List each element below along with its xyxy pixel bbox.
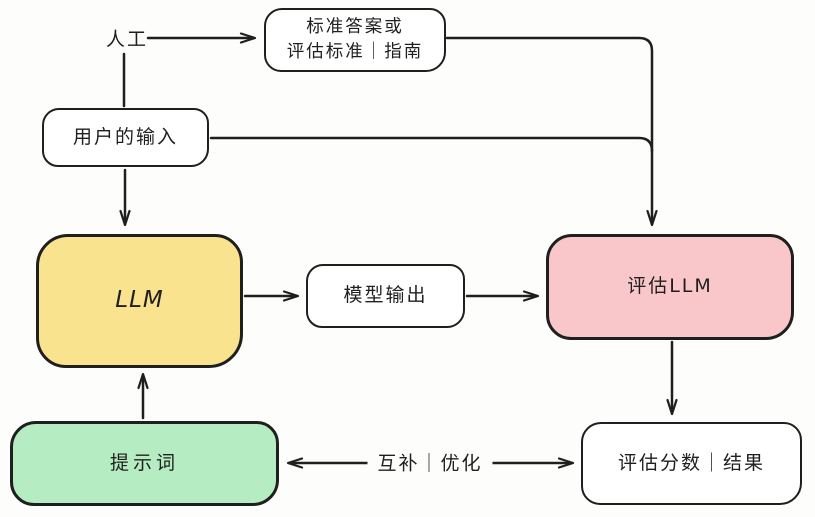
node-eval-score: 评估分数｜结果 bbox=[581, 422, 802, 505]
node-eval-llm-label: 评估LLM bbox=[627, 275, 713, 298]
node-eval-llm: 评估LLM bbox=[546, 234, 794, 340]
node-standard-answer-label: 标准答案或 评估标准｜指南 bbox=[286, 16, 424, 62]
node-model-output-label: 模型输出 bbox=[343, 284, 428, 307]
edge-user-input-to-eval-llm-join bbox=[209, 136, 654, 153]
node-standard-answer: 标准答案或 评估标准｜指南 bbox=[264, 8, 446, 72]
node-llm-label: LLM bbox=[115, 287, 164, 314]
node-model-output: 模型输出 bbox=[306, 264, 465, 328]
edge-standard-to-eval-llm bbox=[445, 36, 658, 227]
human-label: 人工 bbox=[105, 28, 149, 51]
node-llm: LLM bbox=[36, 234, 243, 368]
node-prompt: 提示词 bbox=[10, 421, 279, 506]
node-user-input: 用户的输入 bbox=[42, 108, 209, 167]
node-eval-score-label: 评估分数｜结果 bbox=[617, 451, 765, 474]
node-user-input-label: 用户的输入 bbox=[72, 125, 178, 148]
feedback-edge-label: 互补｜优化 bbox=[367, 448, 493, 476]
node-prompt-label: 提示词 bbox=[109, 451, 179, 474]
